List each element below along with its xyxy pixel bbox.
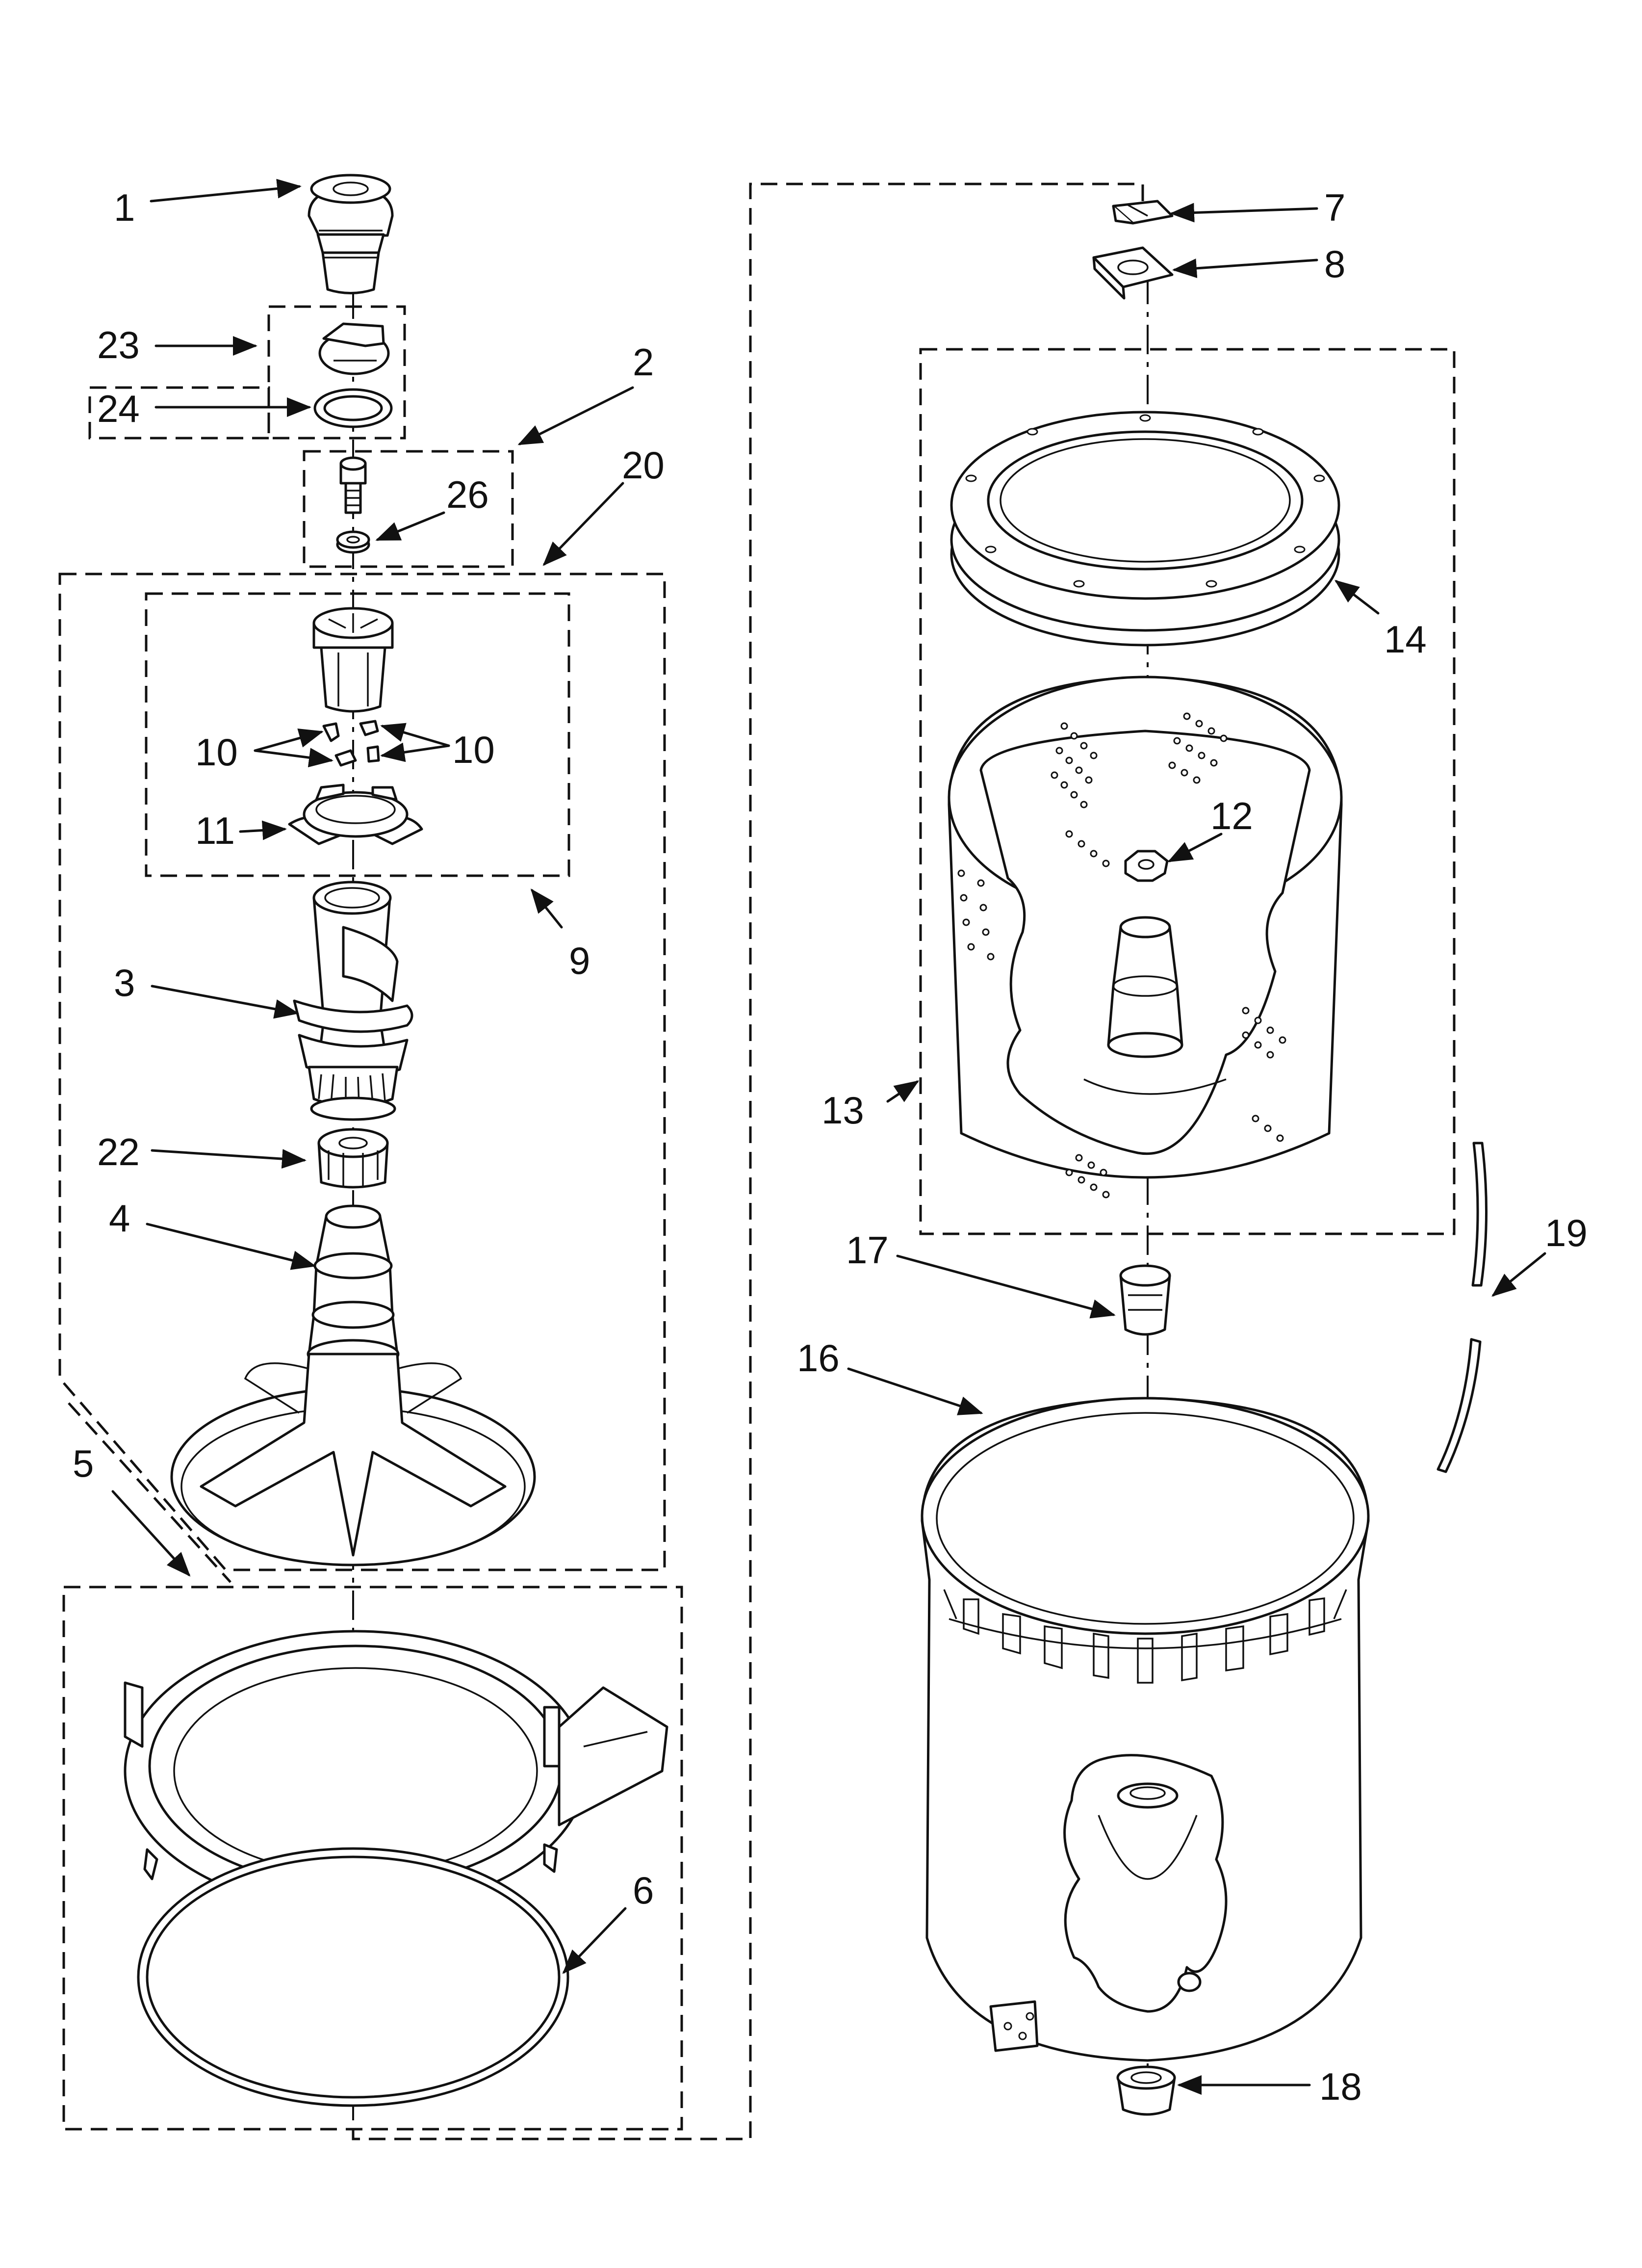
part-17-hub — [1119, 1264, 1171, 1336]
callout-22: 22 — [97, 1130, 140, 1173]
part-23-cap — [318, 322, 390, 375]
part-8-nut-plate — [1092, 246, 1174, 300]
group-24-outline — [88, 386, 270, 440]
callout-2: 2 — [633, 340, 654, 384]
part-2-bolt — [339, 456, 367, 514]
leader-11 — [239, 820, 287, 840]
part-9-cam-assembly — [312, 607, 394, 713]
part-5-tub-ring — [124, 1630, 668, 1934]
callout-16: 16 — [797, 1336, 840, 1380]
leader-12 — [1167, 833, 1223, 862]
part-26-washer — [336, 530, 370, 554]
callout-8: 8 — [1324, 242, 1345, 286]
part-19-hose — [1437, 1142, 1488, 1473]
group-outlines — [58, 182, 1456, 2140]
part-12-nut — [1124, 850, 1169, 882]
callout-10-right: 10 — [452, 728, 495, 771]
leader-1 — [150, 179, 302, 203]
callout-7: 7 — [1324, 186, 1345, 229]
leader-arrows — [111, 179, 1546, 2095]
callout-26: 26 — [446, 473, 489, 516]
leader-7 — [1170, 203, 1318, 223]
group-20-outline — [58, 573, 666, 1571]
group-9-outline — [145, 592, 570, 877]
group-5-diagonal — [68, 1402, 231, 1583]
leader-14 — [1334, 579, 1380, 615]
callout-labels: 1 23 24 2 26 20 10 10 11 9 3 22 4 5 6 7 … — [73, 186, 1588, 2108]
leader-10-left-b — [254, 748, 334, 768]
leader-3 — [151, 985, 299, 1019]
part-24-ring — [313, 388, 393, 428]
callout-5: 5 — [73, 1442, 94, 1485]
callout-24: 24 — [97, 387, 140, 430]
part-22-coupler — [317, 1128, 389, 1189]
part-16-outer-tub — [921, 1397, 1370, 2062]
leader-8 — [1172, 258, 1318, 278]
leader-26 — [375, 511, 445, 541]
leader-20 — [542, 482, 624, 566]
leader-17 — [896, 1254, 1116, 1319]
part-3-agitator-barrel — [293, 881, 413, 1121]
callout-23: 23 — [97, 323, 140, 366]
part-18-plug — [1116, 2065, 1176, 2116]
leader-4 — [146, 1223, 316, 1270]
callout-9: 9 — [569, 939, 590, 982]
assembly-connector-line — [352, 182, 1144, 2140]
part-10-dogs — [322, 720, 380, 767]
callout-10-left: 10 — [195, 730, 238, 774]
leader-9 — [530, 888, 563, 929]
leader-10-right-b — [380, 742, 450, 762]
group-2-outline — [303, 450, 514, 568]
leader-13 — [886, 1080, 920, 1103]
callout-6: 6 — [633, 1869, 654, 1912]
leader-16 — [847, 1367, 983, 1415]
leader-10-right-a — [380, 723, 450, 747]
callout-17: 17 — [846, 1228, 889, 1272]
leader-5 — [111, 1490, 191, 1577]
part-14-balance-ring — [950, 411, 1340, 647]
group-5-outline — [62, 1586, 683, 2131]
callout-18: 18 — [1319, 2065, 1362, 2108]
callout-19: 19 — [1545, 1211, 1588, 1254]
tub-mounting-tabs — [963, 1597, 1325, 1684]
callout-12: 12 — [1210, 794, 1253, 837]
group-13-outline — [919, 348, 1456, 1235]
callout-1: 1 — [114, 186, 135, 229]
part-7-clip — [1112, 200, 1174, 225]
part-1-dispenser — [308, 174, 394, 294]
leader-10-left-a — [254, 728, 324, 752]
callout-4: 4 — [109, 1197, 130, 1240]
leader-6 — [562, 1907, 627, 1974]
leader-19 — [1491, 1252, 1546, 1297]
callout-20: 20 — [622, 443, 665, 487]
part-11-cam-plate — [288, 783, 423, 845]
callout-13: 13 — [821, 1089, 864, 1132]
leader-2 — [517, 386, 634, 445]
basket-perforations — [957, 712, 1286, 1199]
part-13-basket — [948, 676, 1343, 1199]
callout-3: 3 — [114, 961, 135, 1004]
callout-14: 14 — [1384, 618, 1427, 661]
part-4-agitator-base — [170, 1204, 536, 1566]
part-6-seal — [137, 1847, 569, 2107]
leader-22 — [151, 1149, 307, 1169]
callout-11: 11 — [195, 809, 235, 852]
